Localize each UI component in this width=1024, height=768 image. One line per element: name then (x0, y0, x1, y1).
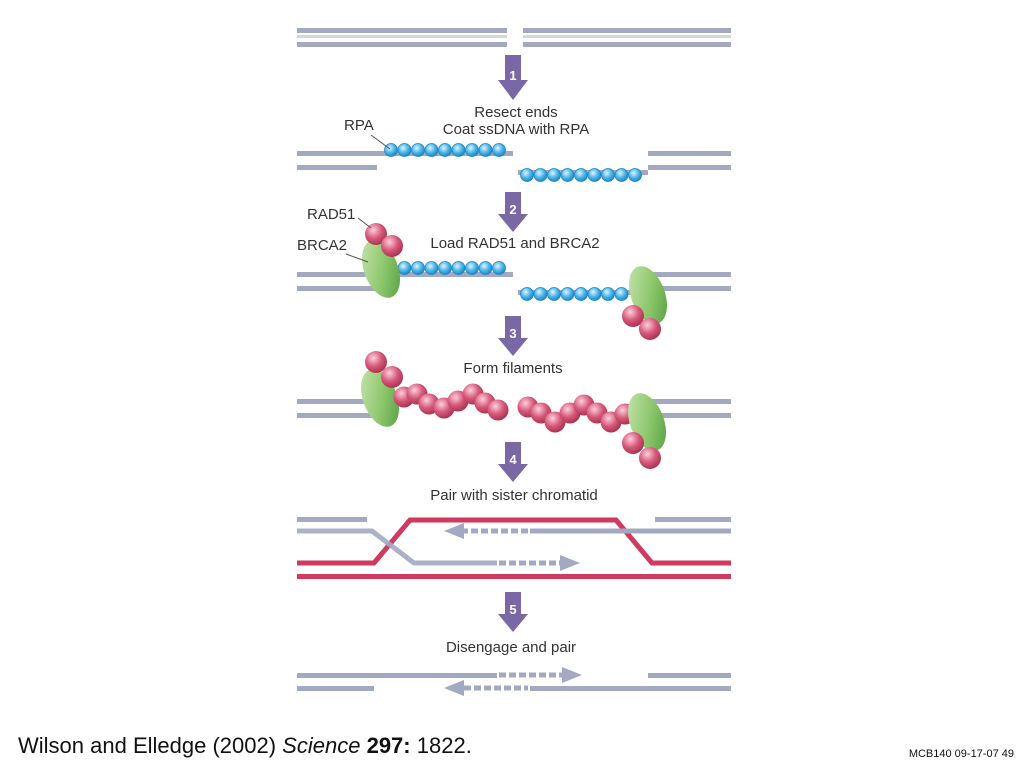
step-arrow-5: 5 (498, 592, 528, 632)
step-1-label-line-2: Coat ssDNA with RPA (443, 121, 589, 138)
step-number-4: 4 (509, 452, 517, 467)
step-arrow-1: 1 (498, 55, 528, 100)
rad51-monomer (639, 447, 661, 469)
brca2-label: BRCA2 (297, 237, 347, 254)
rpa-bead-chain (520, 168, 642, 182)
rad51-filament (393, 383, 509, 421)
rpa-bead (587, 287, 602, 301)
step-number-1: 1 (509, 68, 516, 83)
rpa-bead (574, 168, 588, 182)
rpa-bead-chain (384, 261, 506, 275)
brca2-pointer (345, 253, 369, 263)
rpa-bead (492, 261, 506, 275)
rpa-bead (397, 143, 412, 157)
dna-break (297, 28, 731, 47)
rpa-bead (574, 287, 588, 301)
step-4-label: Pair with sister chromatid (430, 487, 598, 504)
rpa-bead-chain (520, 287, 629, 301)
step-number-3: 3 (509, 326, 516, 341)
rpa-bead (560, 168, 575, 182)
stage-3-dna (297, 399, 731, 418)
rpa-bead (478, 143, 493, 157)
rpa-bead (533, 287, 548, 301)
rpa-label: RPA (344, 117, 374, 134)
sister-chromatid (297, 517, 731, 579)
rpa-bead (587, 168, 602, 182)
step-arrow-3: 3 (498, 316, 528, 356)
rpa-bead (397, 261, 412, 275)
step-2-label: Load RAD51 and BRCA2 (430, 235, 599, 252)
rpa-bead (520, 287, 534, 301)
rad51-monomer (622, 305, 644, 327)
step-arrow-4: 4 (498, 442, 528, 482)
step-1-label-line-1: Resect ends (474, 104, 557, 121)
rad51-filament (517, 394, 636, 433)
rad51-monomer (639, 318, 661, 340)
repaired-dna (297, 667, 731, 696)
rpa-bead (465, 261, 479, 275)
rpa-bead (614, 168, 629, 182)
slide-id: MCB140 09-17-07 49 (908, 748, 1014, 760)
rpa-bead (411, 261, 425, 275)
rpa-bead (465, 143, 479, 157)
resected-dna (297, 151, 731, 175)
rpa-bead-chain (384, 143, 506, 157)
step-number-5: 5 (509, 602, 516, 617)
rpa-bead (424, 261, 439, 275)
rpa-bead (601, 168, 615, 182)
rpa-bead (438, 143, 452, 157)
rpa-bead (411, 143, 425, 157)
citation-journal: Science (282, 733, 361, 758)
citation-pages: 1822. (416, 733, 472, 758)
step-5-label: Disengage and pair (446, 639, 576, 656)
rpa-bead (492, 143, 506, 157)
citation-volume: 297: (366, 733, 411, 758)
rpa-bead (601, 287, 615, 301)
rpa-bead (451, 261, 466, 275)
rad51-monomer (381, 235, 403, 257)
rpa-bead (628, 168, 642, 182)
citation-authors: Wilson and Elledge (2002) (18, 733, 277, 758)
rad51-monomer (365, 223, 387, 245)
rpa-bead (384, 143, 398, 157)
step-number-2: 2 (509, 202, 516, 217)
rad51-monomer (365, 351, 387, 373)
rad51-monomer (381, 366, 403, 388)
rpa-bead (547, 287, 561, 301)
invading-strands (297, 517, 731, 571)
step-arrow-2: 2 (498, 192, 528, 232)
step-3-label: Form filaments (463, 360, 562, 377)
rpa-bead (547, 168, 561, 182)
rpa-bead (614, 287, 629, 301)
rpa-bead (451, 143, 466, 157)
rpa-bead (533, 168, 548, 182)
rpa-pointer (370, 134, 391, 150)
rad51-monomer (622, 432, 644, 454)
rad51-monomer (487, 399, 509, 421)
rpa-bead (438, 261, 452, 275)
rpa-bead (424, 143, 439, 157)
rad51-label: RAD51 (307, 206, 355, 223)
stage-2-dna (297, 272, 731, 295)
citation: Wilson and Elledge (2002) Science 297: 1… (18, 733, 472, 759)
rpa-bead (560, 287, 575, 301)
rpa-bead (520, 168, 534, 182)
rad51-pointer (357, 217, 372, 229)
rpa-bead (478, 261, 493, 275)
